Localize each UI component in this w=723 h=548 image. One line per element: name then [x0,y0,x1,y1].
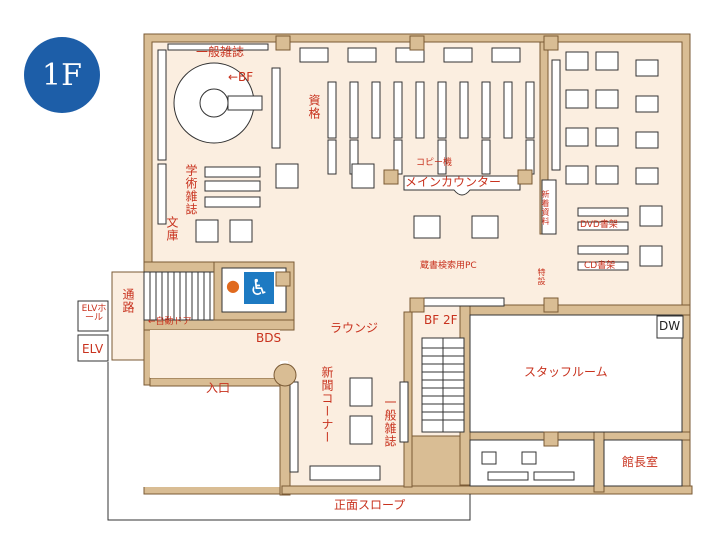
slope-outline [107,362,471,521]
label-dvd-shelf: DVD書架 [580,220,618,230]
label-magazines-top: 一般雑誌 [196,45,245,59]
label-stairs-bf-2f: BF 2F [424,313,458,327]
label-cd-shelf: CD書架 [584,261,616,271]
label-lounge: ラウンジ [330,321,379,335]
label-bds: BDS [256,331,282,345]
label-staff-room: スタッフルーム [524,365,608,379]
spiral-stair [173,62,263,144]
label-elv-hall: ELVホール [81,304,107,323]
label-director-room: 館長室 [622,455,659,469]
main-counter-desk [403,175,521,196]
label-entrance: 入口 [206,381,231,395]
label-elv: ELV [82,342,104,356]
floor-badge: 1F [24,37,100,113]
label-special: 特設 [537,268,546,286]
label-copier: コピー機 [416,158,453,168]
wheelchair-icon: ♿ [244,272,274,304]
label-bunko: 文庫 [165,216,179,242]
label-qualifications: 資格 [307,94,321,120]
label-front-slope: 正面スロープ [334,498,406,512]
tables [195,47,663,445]
label-main-counter: メインカウンター [405,175,502,189]
pillars [275,35,559,447]
shelves [157,43,629,481]
label-newspaper-corner: 新聞コーナー [320,366,334,444]
label-dw: DW [659,319,681,333]
label-search-pc: 蔵書検索用PC [420,261,477,271]
label-passage: 通路 [121,288,135,314]
restroom-icon: ● [226,276,240,295]
label-stair-bf: ←BF [228,70,254,84]
label-magazines-lower: 一般雑誌 [383,396,397,448]
label-academic-magazines: 学術雑誌 [184,164,198,216]
label-auto-door: ←自動ドア [148,317,192,327]
label-new-materials: 新着資料 [541,190,550,226]
